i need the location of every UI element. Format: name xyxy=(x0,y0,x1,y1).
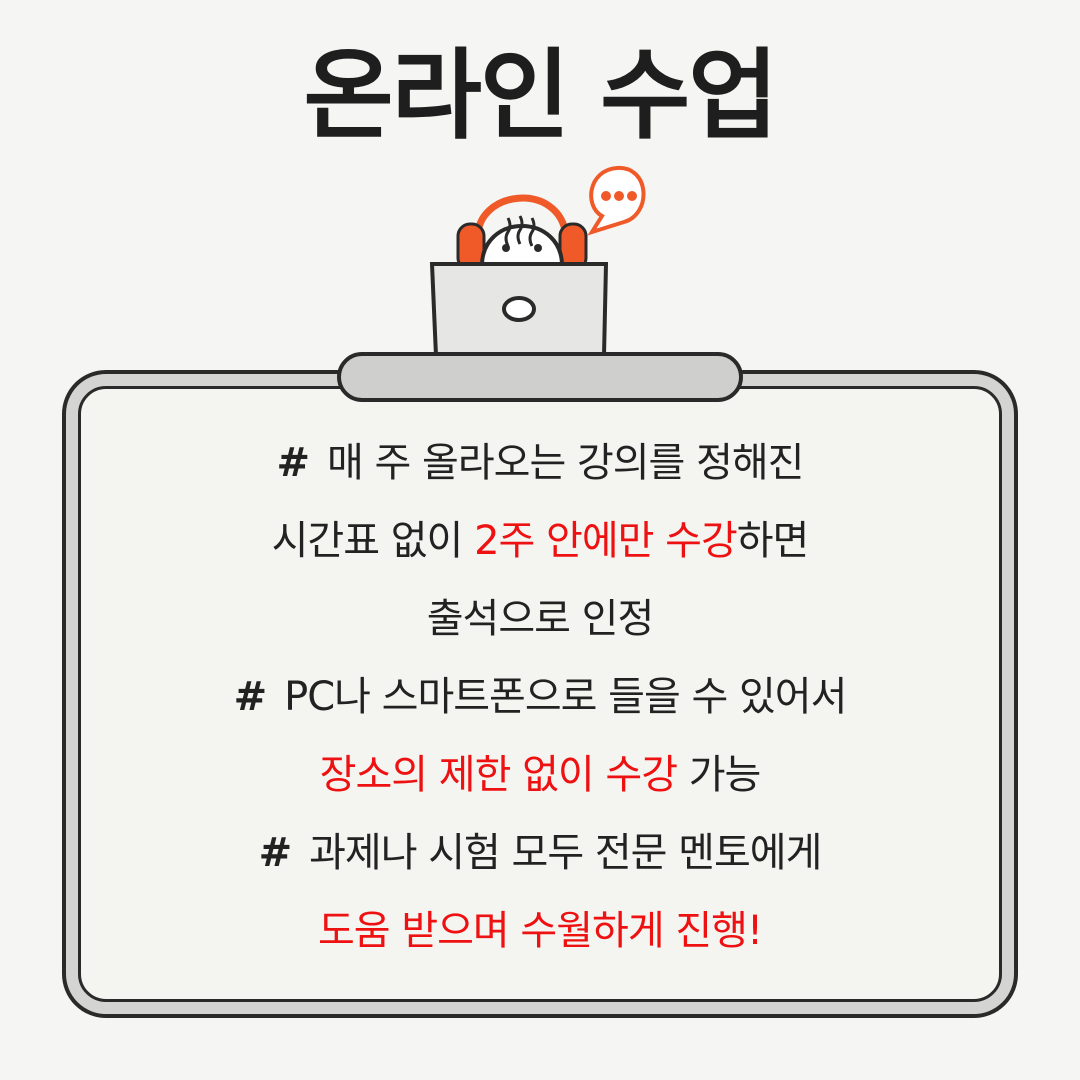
board-clip xyxy=(337,352,743,402)
line-text: 출석으로 인정 xyxy=(426,596,655,642)
hash-mark: # xyxy=(233,674,268,720)
line-text: PC나 스마트폰으로 들을 수 있어서 xyxy=(284,674,847,720)
highlighted-text: 2주 안에만 수강 xyxy=(474,518,738,564)
content-line: 도움 받으며 수월하게 진행! xyxy=(78,892,1002,970)
line-text: 과제나 시험 모두 전문 멘토에게 xyxy=(309,830,822,876)
page-title: 온라인 수업 xyxy=(303,39,779,153)
highlighted-text: 장소의 제한 없이 수강 xyxy=(319,752,678,798)
content-line: # PC나 스마트폰으로 들을 수 있어서 xyxy=(78,658,1002,736)
content-line: 출석으로 인정 xyxy=(78,580,1002,658)
content-line: 장소의 제한 없이 수강 가능 xyxy=(78,736,1002,814)
highlighted-text: 도움 받으며 수월하게 진행! xyxy=(318,908,763,954)
line-text: 하면 xyxy=(736,518,810,564)
hash-mark: # xyxy=(276,440,311,486)
hash-mark: # xyxy=(258,830,293,876)
line-text: 매 주 올라오는 강의를 정해진 xyxy=(327,440,804,486)
board-panel xyxy=(78,386,1002,1002)
content-line: 시간표 없이 2주 안에만 수강하면 xyxy=(78,502,1002,580)
content-line: # 과제나 시험 모두 전문 멘토에게 xyxy=(78,814,1002,892)
speech-bubble-icon xyxy=(587,165,646,236)
line-text: 가능 xyxy=(677,752,762,798)
person-with-headset-icon xyxy=(456,194,588,272)
line-text: 시간표 없이 xyxy=(271,518,475,564)
content-line: # 매 주 올라오는 강의를 정해진 xyxy=(78,424,1002,502)
laptop-icon xyxy=(429,262,609,358)
